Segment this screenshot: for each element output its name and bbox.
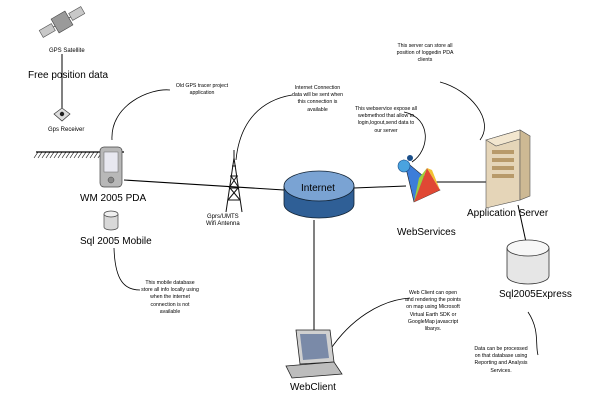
hatch-mark <box>49 151 55 159</box>
callout-lines <box>111 81 539 356</box>
hatch-mark <box>37 151 43 159</box>
webservice-note: This webservice expose all webmethod tha… <box>355 106 417 134</box>
gps-receiver-label: Gps Receiver <box>48 127 85 133</box>
hatch-mark <box>57 151 63 159</box>
hatch-mark <box>61 151 67 159</box>
hatch-mark <box>41 151 47 159</box>
hatch-mark <box>33 151 39 159</box>
webservices-label: WebServices <box>397 227 456 238</box>
data-processed-callout <box>527 311 539 356</box>
gps-receiver-icon <box>53 107 71 122</box>
webclient-note: Web Client can open and rendering the po… <box>405 290 461 333</box>
application-server-icon <box>485 129 531 209</box>
pda-icon <box>99 146 123 188</box>
hatch-mark <box>45 151 51 159</box>
antenna-tower-icon <box>225 150 243 213</box>
gps-satellite-label: GPS Satellite <box>49 48 85 54</box>
hatch-mark <box>53 151 59 159</box>
webservice-callout <box>403 111 426 163</box>
sql-mobile-label: Sql 2005 Mobile <box>80 236 152 247</box>
pda-label: WM 2005 PDA <box>80 193 147 204</box>
hatch-mark <box>69 151 75 159</box>
hatch-mark <box>65 151 71 159</box>
gps-tracer-note: Old GPS tracer project application <box>175 83 229 97</box>
internet-connection-callout <box>235 94 293 161</box>
server-to-database-line <box>517 204 527 243</box>
sql-express-label: Sql2005Express <box>499 289 572 300</box>
satellite-icon <box>38 6 86 38</box>
antenna-label: Gprs/UMTS Wifi Antenna <box>206 214 240 227</box>
internet-router-icon <box>283 170 355 219</box>
connection-lines <box>61 54 527 334</box>
mobile-db-note: This mobile database store all info loca… <box>141 280 199 315</box>
hatch-mark <box>89 151 95 159</box>
sql-mobile-database-icon <box>103 210 119 231</box>
hatch-mark <box>73 151 79 159</box>
webservices-icon <box>397 155 441 203</box>
server-callout <box>439 81 485 141</box>
gps-tracer-callout <box>111 89 171 141</box>
hatch-mark <box>85 151 91 159</box>
free-position-data-label: Free position data <box>28 70 109 81</box>
internet-connection-note: Internet Connection data will be sent wh… <box>291 85 344 113</box>
data-processed-note: Data can be processed on that database u… <box>474 346 528 374</box>
laptop-icon <box>285 329 343 379</box>
mobile-db-callout <box>113 247 141 291</box>
webclient-label: WebClient <box>290 382 336 393</box>
hatch-mark <box>93 151 99 159</box>
sql-express-database-icon <box>506 239 550 285</box>
internet-label: Internet <box>301 183 335 194</box>
application-server-label: Application Server <box>467 208 549 219</box>
internet-to-webservices-line <box>353 185 407 189</box>
server-note: This server can store all position of lo… <box>396 43 454 64</box>
hatch-mark <box>81 151 87 159</box>
pda-to-internet-line <box>123 179 285 191</box>
hatch-mark <box>77 151 83 159</box>
webclient-callout <box>329 297 411 351</box>
